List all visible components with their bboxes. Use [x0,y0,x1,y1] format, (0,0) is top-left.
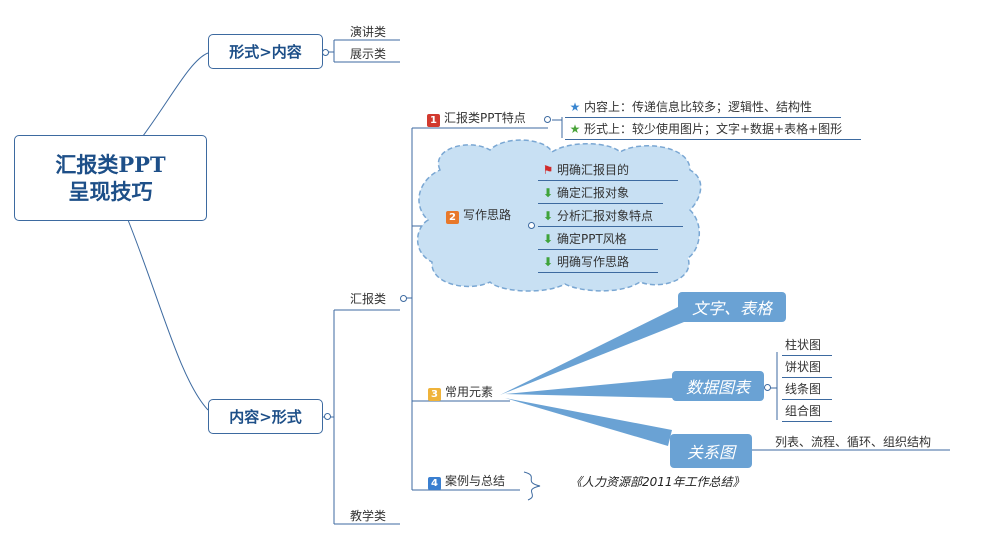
step-define-approach[interactable]: ⬇明确写作思路 [538,252,658,273]
flag-icon: ⚑ [542,163,554,177]
step-define-audience[interactable]: ⬇确定汇报对象 [538,183,663,204]
central-title-line2: 呈现技巧 [68,179,153,204]
star-icon: ★ [569,122,581,136]
relation-types[interactable]: 列表、流程、循环、组织结构 [775,435,932,449]
step-define-goal[interactable]: ⚑明确汇报目的 [538,160,678,181]
collapse-toggle-thinking[interactable] [528,222,535,229]
central-title-line1: 汇报类PPT [55,152,166,177]
arrow-down-icon: ⬇ [542,186,554,200]
callout-text-table[interactable]: 文字、表格 [678,292,786,322]
topic-report-features[interactable]: 1 汇报类PPT特点 [427,110,526,127]
arrow-down-icon: ⬇ [542,232,554,246]
subtopic-speech[interactable]: 演讲类 [350,25,387,39]
arrow-down-icon: ⬇ [542,255,554,269]
chart-type-combo[interactable]: 组合图 [782,401,832,422]
number-badge-1: 1 [427,114,440,127]
step-analyze-audience[interactable]: ⬇分析汇报对象特点 [538,206,683,227]
number-badge-2: 2 [446,211,459,224]
collapse-toggle-features[interactable] [544,116,551,123]
collapse-toggle-bottom[interactable] [324,413,331,420]
case-study-note[interactable]: 《人力资源部2011年工作总结》 [570,475,745,489]
arrow-down-icon: ⬇ [542,209,554,223]
number-badge-4: 4 [428,477,441,490]
star-icon: ★ [569,100,581,114]
collapse-toggle-report[interactable] [400,295,407,302]
central-topic[interactable]: 汇报类PPT 呈现技巧 [14,135,207,221]
feature-content[interactable]: ★内容上：传递信息比较多；逻辑性、结构性 [565,97,841,118]
collapse-toggle-top[interactable] [322,49,329,56]
chart-type-bar[interactable]: 柱状图 [782,335,832,356]
collapse-toggle-charts[interactable] [764,384,771,391]
callout-data-charts[interactable]: 数据图表 [672,371,764,401]
chart-type-line[interactable]: 线条图 [782,379,832,400]
chart-type-pie[interactable]: 饼状图 [782,357,832,378]
topic-content-over-form[interactable]: 内容>形式 [208,399,323,434]
topic-form-over-content[interactable]: 形式>内容 [208,34,323,69]
subtopic-display[interactable]: 展示类 [350,47,387,61]
feature-form[interactable]: ★形式上：较少使用图片；文字+数据+表格+图形 [565,119,861,140]
step-define-style[interactable]: ⬇确定PPT风格 [538,229,658,250]
features-label: 汇报类PPT特点 [444,111,526,125]
callout-relation-diagram[interactable]: 关系图 [670,434,752,468]
number-badge-3: 3 [428,388,441,401]
subtopic-report[interactable]: 汇报类 [350,292,387,306]
subtopic-teaching[interactable]: 教学类 [350,509,387,523]
